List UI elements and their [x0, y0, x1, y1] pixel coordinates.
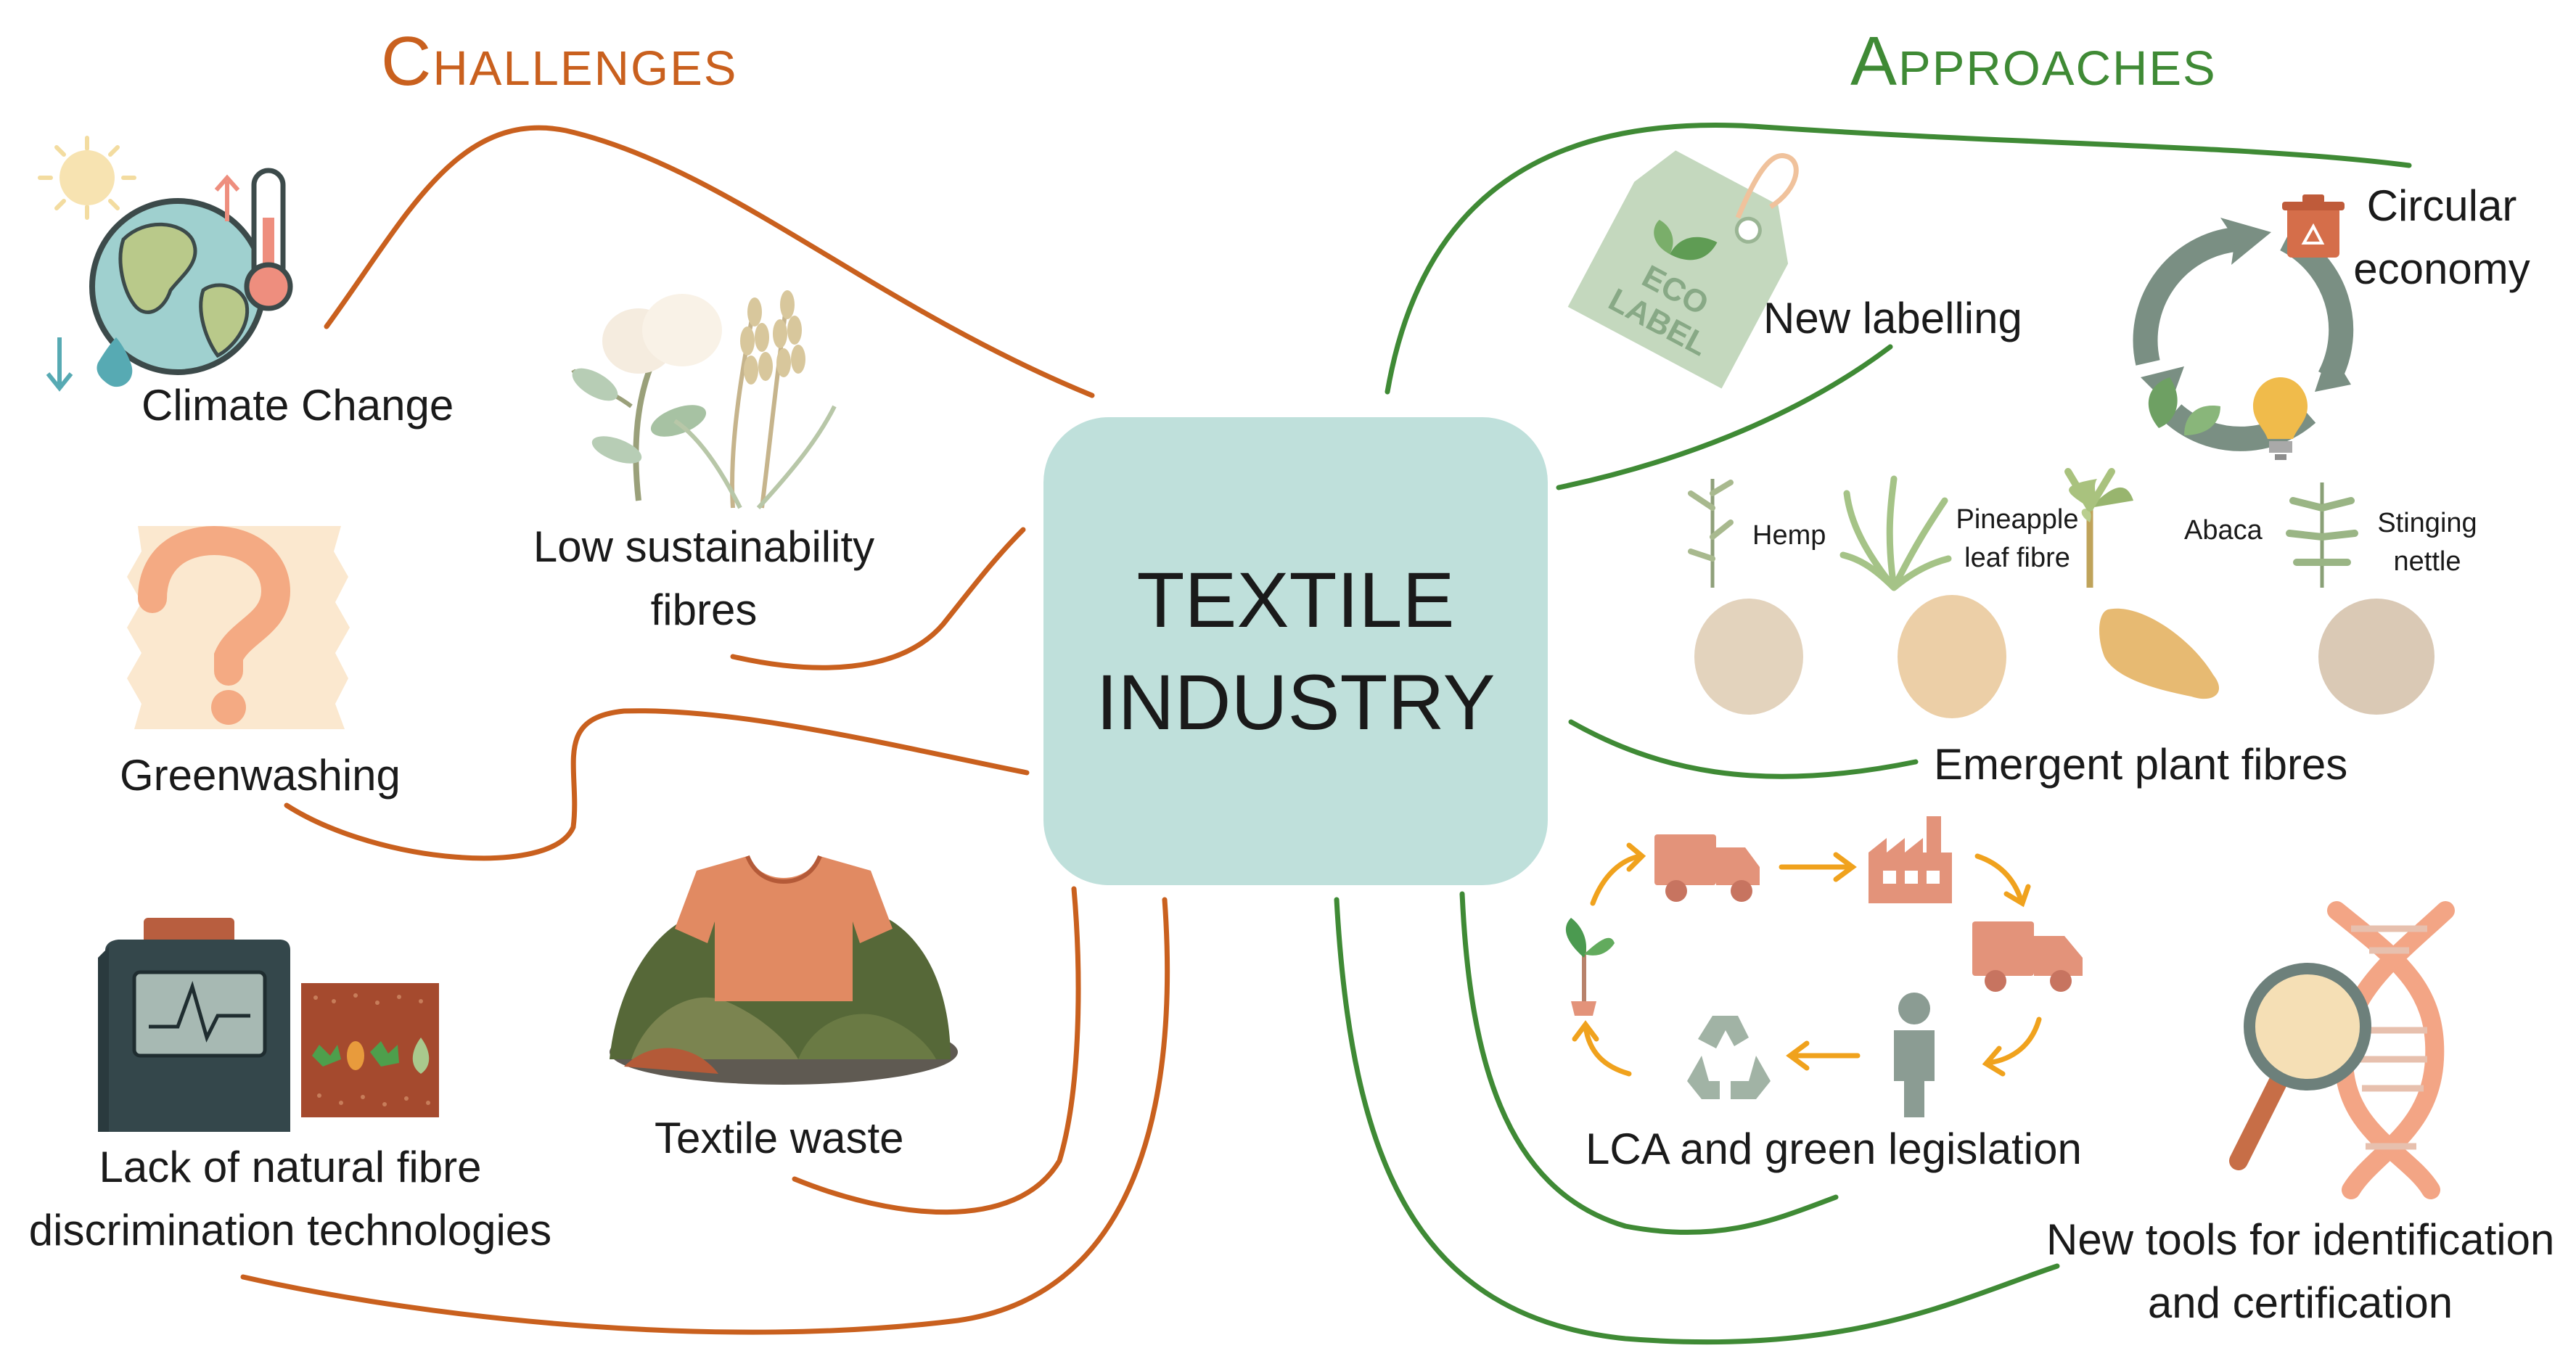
- pineapple-fibre-bundle: [1898, 595, 2006, 718]
- person-icon: [1894, 993, 1935, 1117]
- stinging-nettle-label: Stinging nettle: [2369, 504, 2485, 581]
- climate-change-label: Climate Change: [141, 381, 454, 430]
- circular-economy-line-2: economy: [2353, 245, 2530, 293]
- textile-industry-hub: TEXTILE INDUSTRY: [1043, 417, 1548, 885]
- spectrometer-icon: [98, 918, 439, 1132]
- climate-change-icon: [38, 136, 293, 392]
- approaches-heading: Approaches: [1850, 22, 2217, 100]
- connector-emergent-fibres: [1568, 719, 1919, 779]
- truck-icon-1: [1654, 834, 1716, 885]
- challenges-heading: Challenges: [381, 22, 738, 100]
- new-tools-line-1: New tools for identification: [2046, 1215, 2555, 1264]
- connector-textile-waste: [792, 886, 1081, 1215]
- connector-lca: [1459, 891, 1839, 1235]
- new-labelling-label: New labelling: [1763, 294, 2022, 342]
- new-tools-line-2: and certification: [2147, 1278, 2453, 1327]
- abaca-label: Abaca: [2184, 515, 2263, 546]
- greenwashing-label: Greenwashing: [120, 751, 401, 800]
- lack-technologies-line-1: Lack of natural fibre: [99, 1143, 482, 1191]
- hemp-label: Hemp: [1752, 520, 1826, 551]
- connector-greenwashing: [284, 708, 1030, 861]
- hemp-fibre-bundle: [1694, 599, 1803, 715]
- eco-label-string: [1735, 152, 1799, 219]
- stinging-nettle-line-1: Stinging: [2377, 508, 2477, 538]
- lca-cycle-icon: [1565, 816, 2083, 1117]
- abaca-plant-icon: [2064, 468, 2133, 588]
- low-sustainability-line-1: Low sustainability: [533, 522, 875, 571]
- connector-new-tools: [1334, 897, 2060, 1345]
- low-sustainability-line-2: fibres: [650, 586, 758, 634]
- pineapple-label: Pineapple leaf fibre: [1952, 501, 2083, 578]
- connector-circular-economy: [1385, 123, 2412, 395]
- fibre-bundles: [1694, 595, 2435, 718]
- hub-line-2: INDUSTRY: [1096, 657, 1496, 746]
- challenge-connectors: [240, 125, 1170, 1335]
- textile-waste-label: Textile waste: [655, 1114, 904, 1162]
- eco-label-tag-icon: ECO LABEL: [1567, 150, 1789, 389]
- abaca-fibre-bundle: [2099, 608, 2220, 699]
- nettle-plant-icon: [2286, 482, 2358, 588]
- stinging-nettle-line-2: nettle: [2393, 546, 2461, 578]
- circular-economy-icon: [2133, 194, 2354, 460]
- hub-line-1: TEXTILE: [1136, 556, 1455, 644]
- low-sustainability-label: Low sustainability fibres: [522, 515, 885, 641]
- dna-magnifier-icon: [2229, 901, 2455, 1199]
- pineapple-line-2: leaf fibre: [1964, 543, 2070, 574]
- nettle-fibre-bundle: [2318, 599, 2435, 715]
- pineapple-line-1: Pineapple: [1956, 504, 2079, 535]
- connector-climate-change: [324, 125, 1095, 398]
- connector-new-labelling: [1556, 344, 1893, 490]
- pineapple-plant-icon: [1839, 475, 1952, 591]
- circular-economy-line-1: Circular: [2366, 181, 2517, 230]
- emergent-plant-fibres-label: Emergent plant fibres: [1934, 740, 2348, 789]
- circular-economy-label: Circular economy: [2340, 174, 2543, 300]
- hemp-plant-icon: [1688, 479, 1734, 588]
- recycle-icon: [1687, 1016, 1771, 1099]
- new-tools-label: New tools for identification and certifi…: [2046, 1208, 2554, 1334]
- lack-technologies-line-2: discrimination technologies: [28, 1206, 552, 1254]
- connector-lack-of-technologies: [240, 897, 1170, 1335]
- lca-green-legislation-label: LCA and green legislation: [1586, 1125, 2082, 1173]
- cotton-wheat-icon: [571, 290, 837, 510]
- seedling-icon: [1565, 918, 1615, 1016]
- truck-icon-2: [1972, 921, 2034, 976]
- question-fabric-icon: [127, 525, 350, 729]
- approach-connectors: [1334, 123, 2412, 1345]
- clothes-pile-icon: [610, 855, 958, 1085]
- connector-low-sustainability: [730, 527, 1026, 670]
- lack-technologies-label: Lack of natural fibre discrimination tec…: [15, 1135, 566, 1262]
